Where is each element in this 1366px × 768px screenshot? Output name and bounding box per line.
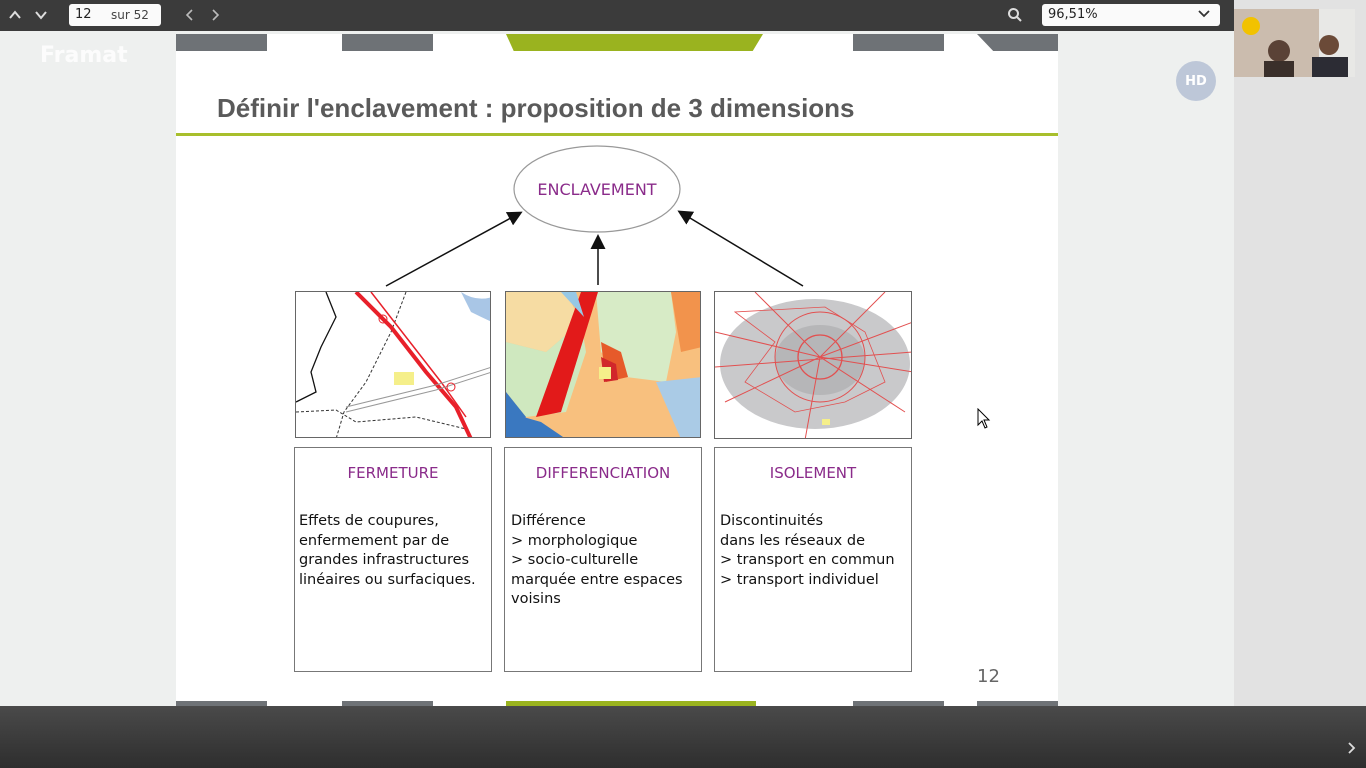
bottom-bar <box>0 706 1366 768</box>
chevron-right-icon <box>212 9 220 21</box>
decor-bar <box>176 701 267 706</box>
search-icon <box>1008 8 1022 22</box>
card-text: Discontinuités dans les réseaux de > tra… <box>720 512 909 590</box>
total-pages: sur 52 <box>111 8 149 22</box>
zoom-select[interactable]: 96,51% <box>1042 4 1220 26</box>
back-button[interactable] <box>178 4 202 26</box>
decor-bar <box>342 701 433 706</box>
document-viewer[interactable]: Framat Définir l'enclavement : propositi… <box>0 31 1234 706</box>
text-line: grandes infrastructures <box>299 552 470 568</box>
arrow-left <box>385 211 523 287</box>
map-isolement <box>714 291 912 439</box>
previous-page-button[interactable] <box>3 4 27 26</box>
text-line: voisins <box>511 591 561 607</box>
card-heading: ISOLEMENT <box>769 464 857 482</box>
decor-bar <box>853 701 944 706</box>
enclavement-diagram <box>385 145 804 287</box>
decor-bar <box>506 701 756 706</box>
next-page-button[interactable] <box>29 4 53 26</box>
chevron-down-icon <box>1196 6 1212 26</box>
text-line: marquée entre espaces <box>511 571 683 588</box>
text-line: Discontinuités <box>720 513 824 529</box>
text-line: enfermement par de <box>299 532 450 549</box>
search-button[interactable] <box>1003 4 1027 26</box>
card-text: Différence > morphologique > socio-cultu… <box>511 512 699 610</box>
chevron-up-icon <box>9 10 21 19</box>
pdf-toolbar: 12 sur 52 96,51% <box>0 0 1234 31</box>
enclavement-label: ENCLAVEMENT <box>537 180 657 199</box>
decor-bar <box>176 34 267 51</box>
chevron-down-icon <box>35 11 47 20</box>
text-line: Effets de coupures, <box>299 513 439 529</box>
video-thumbnail[interactable] <box>1234 9 1355 77</box>
text-line: linéaires ou surfaciques. <box>299 571 476 588</box>
map-differenciation <box>505 291 701 438</box>
text-line: > morphologique <box>511 532 638 549</box>
zoom-value: 96,51% <box>1048 7 1098 22</box>
decor-bar <box>977 701 1058 706</box>
card-isolement: ISOLEMENT Discontinuités dans les réseau… <box>714 447 912 672</box>
map-fermeture <box>295 291 491 438</box>
text-line: > transport individuel <box>720 571 879 588</box>
current-page: 12 <box>75 7 92 22</box>
decor-bar <box>506 34 763 51</box>
decor-bar <box>853 34 944 51</box>
chevron-left-icon <box>185 9 193 21</box>
chevron-right-icon[interactable] <box>1344 741 1358 755</box>
card-heading: DIFFERENCIATION <box>535 464 671 482</box>
enclavement-ellipse <box>513 145 681 233</box>
arrow-right <box>677 210 804 287</box>
card-text: Effets de coupures, enfermement par de g… <box>299 512 489 590</box>
side-panel <box>1234 0 1366 706</box>
framasoft-logo: Framat <box>40 43 128 68</box>
slide-page: Définir l'enclavement : proposition de 3… <box>176 34 1058 706</box>
participant-avatar[interactable]: HD <box>1176 61 1216 101</box>
mouse-cursor-icon <box>977 408 991 429</box>
text-line: Différence <box>511 513 586 529</box>
slide-title: Définir l'enclavement : proposition de 3… <box>217 93 855 123</box>
text-line: > transport en commun <box>720 552 895 568</box>
card-differenciation: DIFFERENCIATION Différence > morphologiq… <box>504 447 702 672</box>
forward-button[interactable] <box>203 4 227 26</box>
title-rule <box>176 133 1058 136</box>
decor-bar <box>342 34 433 51</box>
decor-bar <box>977 34 1058 51</box>
slide-page-number: 12 <box>977 666 1000 687</box>
text-line: > socio-culturelle <box>511 552 639 568</box>
microphone-icon <box>1242 17 1260 35</box>
card-fermeture: FERMETURE Effets de coupures, enfermemen… <box>294 447 492 672</box>
card-heading: FERMETURE <box>347 464 439 482</box>
page-number-input[interactable]: 12 sur 52 <box>69 4 161 26</box>
text-line: dans les réseaux de <box>720 532 865 549</box>
